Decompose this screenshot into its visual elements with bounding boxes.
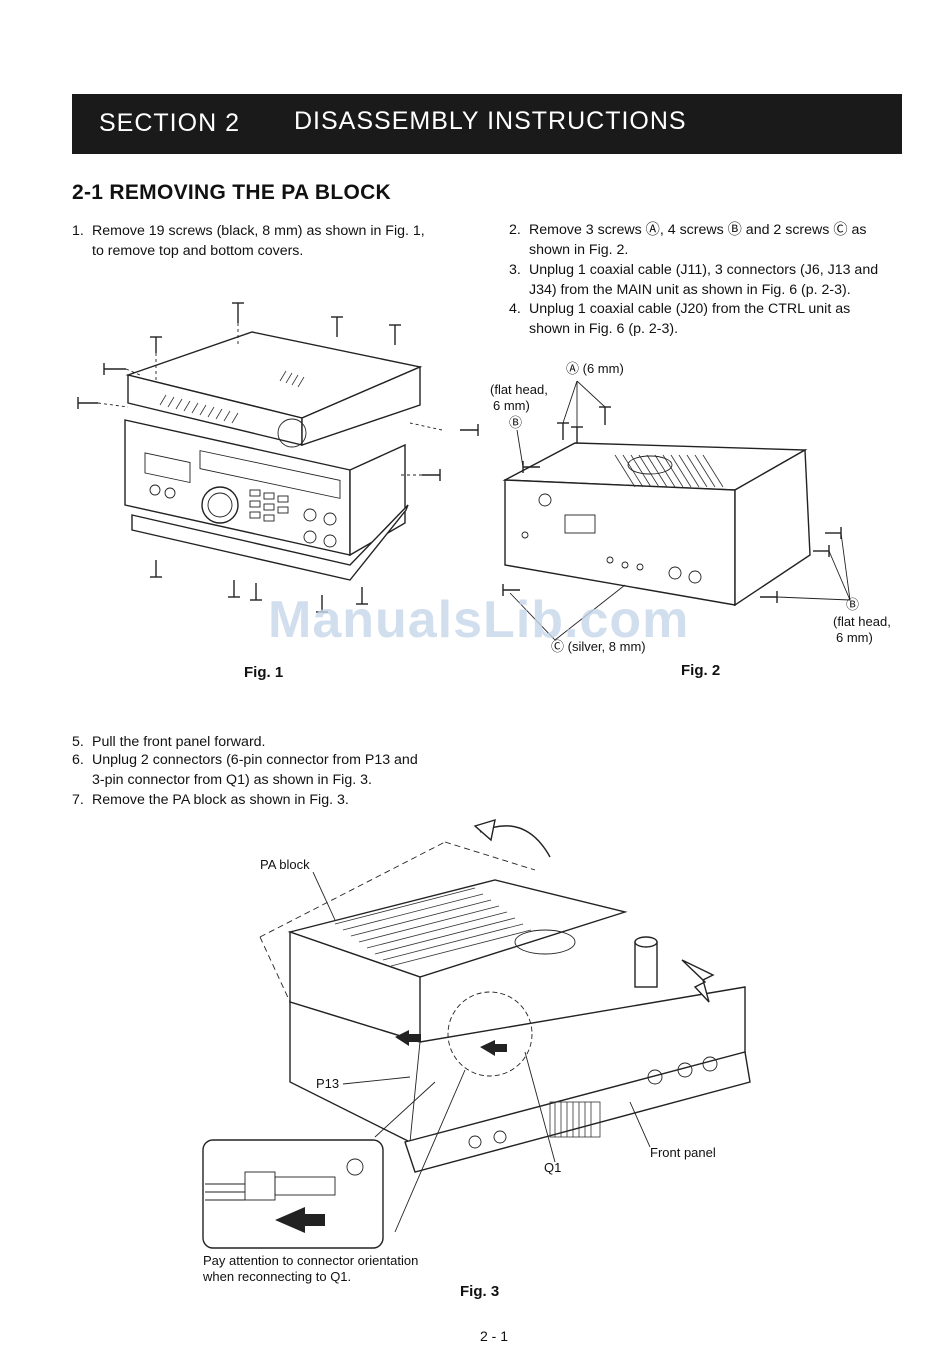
label-flat-head: (flat head, <box>833 614 891 629</box>
step-line: Unplug 1 coaxial cable (J20) from the CT… <box>529 301 851 317</box>
step-number: 1. <box>72 223 84 239</box>
step-line: Unplug 1 coaxial cable (J11), 3 connecto… <box>529 262 879 278</box>
step-4: 4. Unplug 1 coaxial cable (J20) from the… <box>509 299 904 341</box>
step-6: 6. Unplug 2 connectors (6-pin connector … <box>72 750 492 792</box>
step-line: Pull the front panel forward. <box>92 734 266 750</box>
step-7: 7. Remove the PA block as shown in Fig. … <box>72 790 492 812</box>
section-title: DISASSEMBLY INSTRUCTIONS <box>294 107 687 135</box>
label-screw-a: Ⓐ (6 mm) <box>566 361 624 376</box>
fig3-illustration <box>202 818 751 1249</box>
fig1-caption: Fig. 1 <box>244 664 284 681</box>
label-q1: Q1 <box>544 1160 562 1175</box>
fig2-caption: Fig. 2 <box>681 662 721 679</box>
fig3-caption: Fig. 3 <box>460 1283 500 1300</box>
label-flat-head-size: 6 mm) <box>836 630 873 645</box>
step-5: 5. Pull the front panel forward. <box>72 732 492 754</box>
fig2-illustration <box>502 380 851 641</box>
label-p13: P13 <box>316 1076 340 1091</box>
watermark: ManualsLib.com <box>268 591 690 649</box>
step-line: Remove the PA block as shown in Fig. 3. <box>92 792 349 808</box>
step-number: 7. <box>72 792 84 808</box>
step-number: 6. <box>72 752 84 768</box>
section-banner: SECTION 2 DISASSEMBLY INSTRUCTIONS <box>72 94 902 154</box>
inset-note: Pay attention to connector orientation <box>203 1253 419 1268</box>
step-1: 1. Remove 19 screws (black, 8 mm) as sho… <box>72 221 472 263</box>
label-screw-b: Ⓑ <box>509 415 523 430</box>
step-number: 5. <box>72 734 84 750</box>
label-flat-head: (flat head, <box>490 382 548 397</box>
step-2: 2. Remove 3 screws Ⓐ, 4 screws Ⓑ and 2 s… <box>509 220 904 262</box>
inset-note: when reconnecting to Q1. <box>203 1269 352 1284</box>
step-line: Remove 3 screws Ⓐ, 4 screws Ⓑ and 2 scre… <box>529 222 867 238</box>
step-line: Unplug 2 connectors (6-pin connector fro… <box>92 752 418 768</box>
step-number: 2. <box>509 222 521 238</box>
step-line: shown in Fig. 2. <box>529 242 629 258</box>
label-screw-c: Ⓒ (silver, 8 mm) <box>551 639 646 654</box>
step-3: 3. Unplug 1 coaxial cable (J11), 3 conne… <box>509 260 904 302</box>
step-line: J34) from the MAIN unit as shown in Fig.… <box>529 282 851 298</box>
page-number: 2 - 1 <box>480 1328 509 1344</box>
step-line: to remove top and bottom covers. <box>92 243 304 259</box>
label-front-panel: Front panel <box>650 1145 716 1160</box>
label-pa-block: PA block <box>260 857 310 872</box>
step-line: 3-pin connector from Q1) as shown in Fig… <box>92 772 372 788</box>
step-number: 4. <box>509 301 521 317</box>
fig1-illustration <box>77 302 479 613</box>
label-flat-head-size: 6 mm) <box>493 398 530 413</box>
step-line: Remove 19 screws (black, 8 mm) as shown … <box>92 223 425 239</box>
section-number: SECTION 2 <box>99 109 240 137</box>
subsection-title: 2-1 REMOVING THE PA BLOCK <box>72 181 392 204</box>
step-line: shown in Fig. 6 (p. 2-3). <box>529 321 679 337</box>
step-number: 3. <box>509 262 521 278</box>
label-screw-b: Ⓑ <box>846 597 860 612</box>
